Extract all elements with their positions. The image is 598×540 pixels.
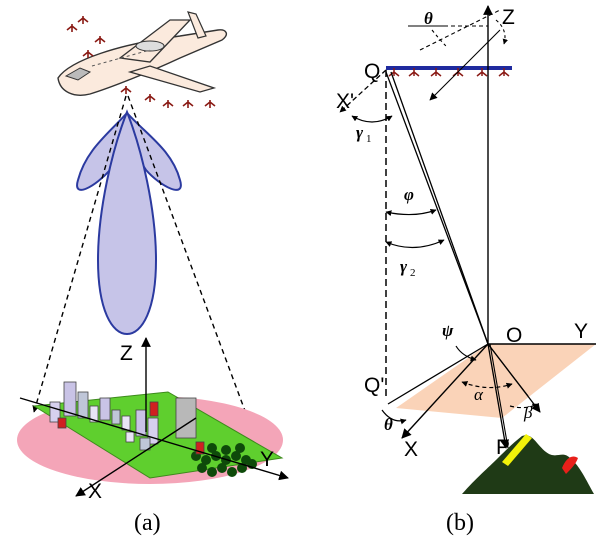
look-line-2 <box>390 71 489 345</box>
axis-z-label-a: Z <box>120 342 133 365</box>
angle-arcs <box>351 115 539 425</box>
angle-alpha-label: α <box>474 385 484 404</box>
angle-beta-label: β <box>523 403 533 422</box>
trees-cluster <box>191 443 257 477</box>
xprime-dashed <box>339 69 387 113</box>
slope-yellow <box>502 434 532 466</box>
angle-psi-label: ψ <box>442 321 454 340</box>
o-p-line-2 <box>489 343 509 449</box>
angle-phi-label: φ <box>404 185 414 204</box>
angle-gamma1-label: γ <box>356 123 364 142</box>
angle-gamma1-sub: 1 <box>366 133 372 145</box>
axis-z-label-b: Z <box>502 6 515 29</box>
caption-b: (b) <box>446 510 474 536</box>
theta-top-construction <box>408 9 509 101</box>
airplane-icon <box>57 11 228 96</box>
qprime-o-line <box>387 343 489 405</box>
look-line-1 <box>385 71 489 345</box>
angle-gamma2-label: γ <box>400 257 408 276</box>
beam-pattern <box>76 109 182 336</box>
axis-y-label-b: Y <box>574 320 588 343</box>
axis-x-label-a: X <box>88 480 102 503</box>
point-q-label: Q <box>364 60 380 83</box>
antenna-elements-a <box>66 16 216 108</box>
mountain-terrain <box>462 435 594 494</box>
point-p-label: P <box>496 436 510 459</box>
angle-gamma2-sub: 2 <box>410 267 416 279</box>
angle-theta-top-label: θ <box>424 9 433 28</box>
panel-b: Q X' Q' O P Z Y X θ γ 1 φ γ 2 ψ α β θ (b… <box>336 5 596 536</box>
o-p-line <box>487 343 510 449</box>
point-xprime-label: X' <box>336 90 354 113</box>
axis-y-label-a: Y <box>260 448 274 471</box>
axes-a <box>19 337 289 497</box>
point-o-label: O <box>506 324 522 347</box>
caption-a: (a) <box>134 510 161 536</box>
city-buildings <box>49 381 205 455</box>
incidence-line <box>487 343 529 397</box>
slope-red <box>562 456 578 474</box>
point-qprime-label: Q' <box>364 374 384 397</box>
swath-lines <box>32 95 266 463</box>
panel-a: Z Y X (a) <box>17 11 289 536</box>
angle-theta-bottom-label: θ <box>384 415 393 434</box>
axis-x-label-b: X <box>404 438 418 461</box>
